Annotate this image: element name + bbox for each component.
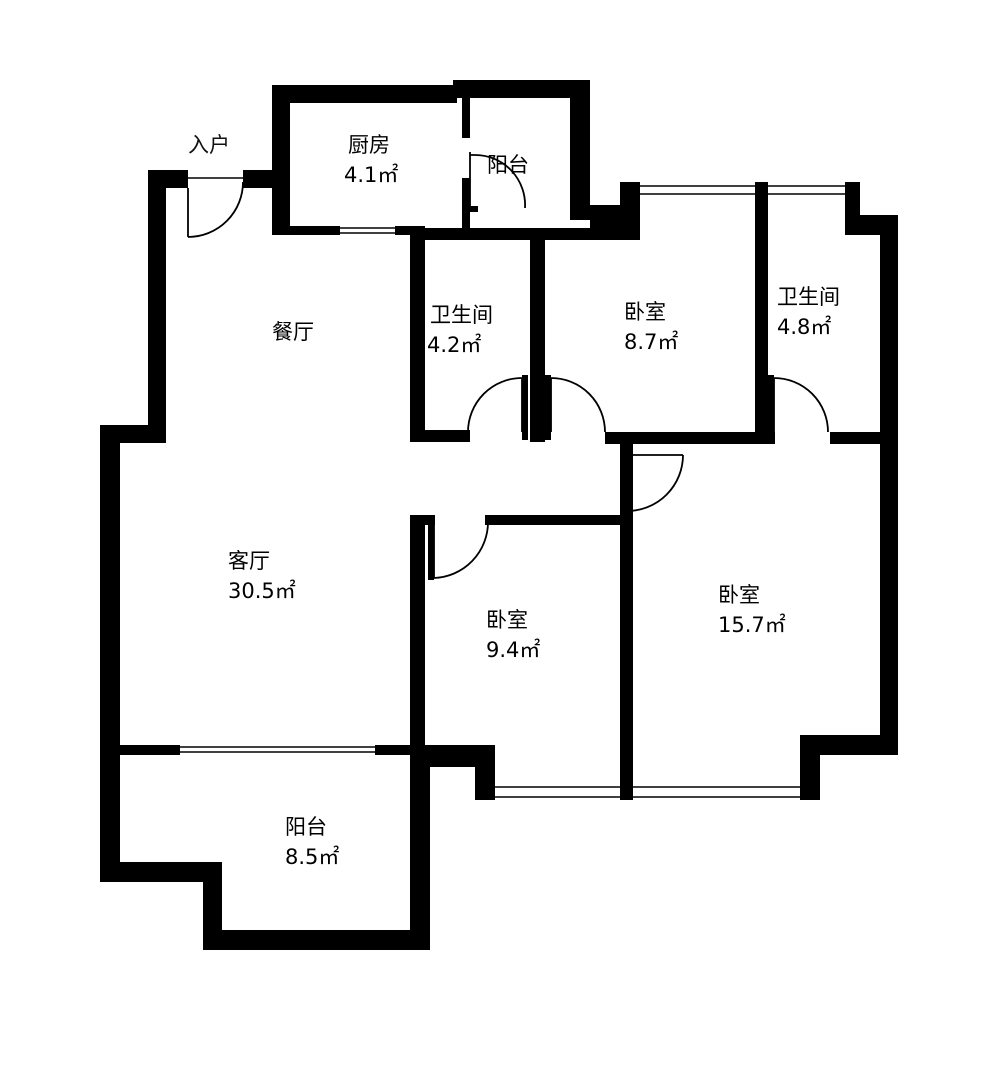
room-bathroom-1: 卫生间 4.2㎡ [427, 300, 493, 360]
room-area: 4.1㎡ [344, 163, 399, 187]
room-name: 客厅 [228, 549, 270, 573]
doors [187, 152, 829, 579]
room-name: 阳台 [285, 815, 327, 839]
room-name: 卧室 [624, 300, 666, 324]
room-area: 9.4㎡ [486, 638, 541, 662]
entry-label: 入户 [188, 133, 230, 157]
room-area: 8.7㎡ [624, 330, 679, 354]
room-area: 4.8㎡ [777, 315, 832, 339]
room-area: 4.2㎡ [427, 333, 482, 357]
room-area: 30.5㎡ [228, 579, 296, 603]
room-bedroom-3: 卧室 9.4㎡ [486, 605, 540, 665]
room-master-bedroom: 卧室 15.7㎡ [718, 580, 786, 640]
room-balcony: 阳台 8.5㎡ [285, 812, 339, 872]
room-name: 厨房 [348, 133, 390, 157]
room-area: 8.5㎡ [285, 845, 340, 869]
windows [180, 177, 845, 798]
room-name: 餐厅 [272, 320, 314, 344]
room-name: 卧室 [486, 608, 528, 632]
room-dining: 餐厅 [272, 317, 314, 347]
walls [100, 80, 898, 950]
room-name: 阳台 [487, 153, 529, 177]
room-area: 15.7㎡ [718, 613, 786, 637]
room-bedroom-2: 卧室 8.7㎡ [624, 297, 678, 357]
room-name: 卫生间 [430, 303, 493, 327]
room-kitchen: 厨房 4.1㎡ [344, 130, 398, 190]
room-name: 卧室 [718, 583, 760, 607]
room-name: 卫生间 [777, 285, 840, 309]
room-living: 客厅 30.5㎡ [228, 546, 296, 606]
room-utility-balcony: 阳台 [487, 150, 529, 180]
room-bathroom-2: 卫生间 4.8㎡ [777, 282, 840, 342]
